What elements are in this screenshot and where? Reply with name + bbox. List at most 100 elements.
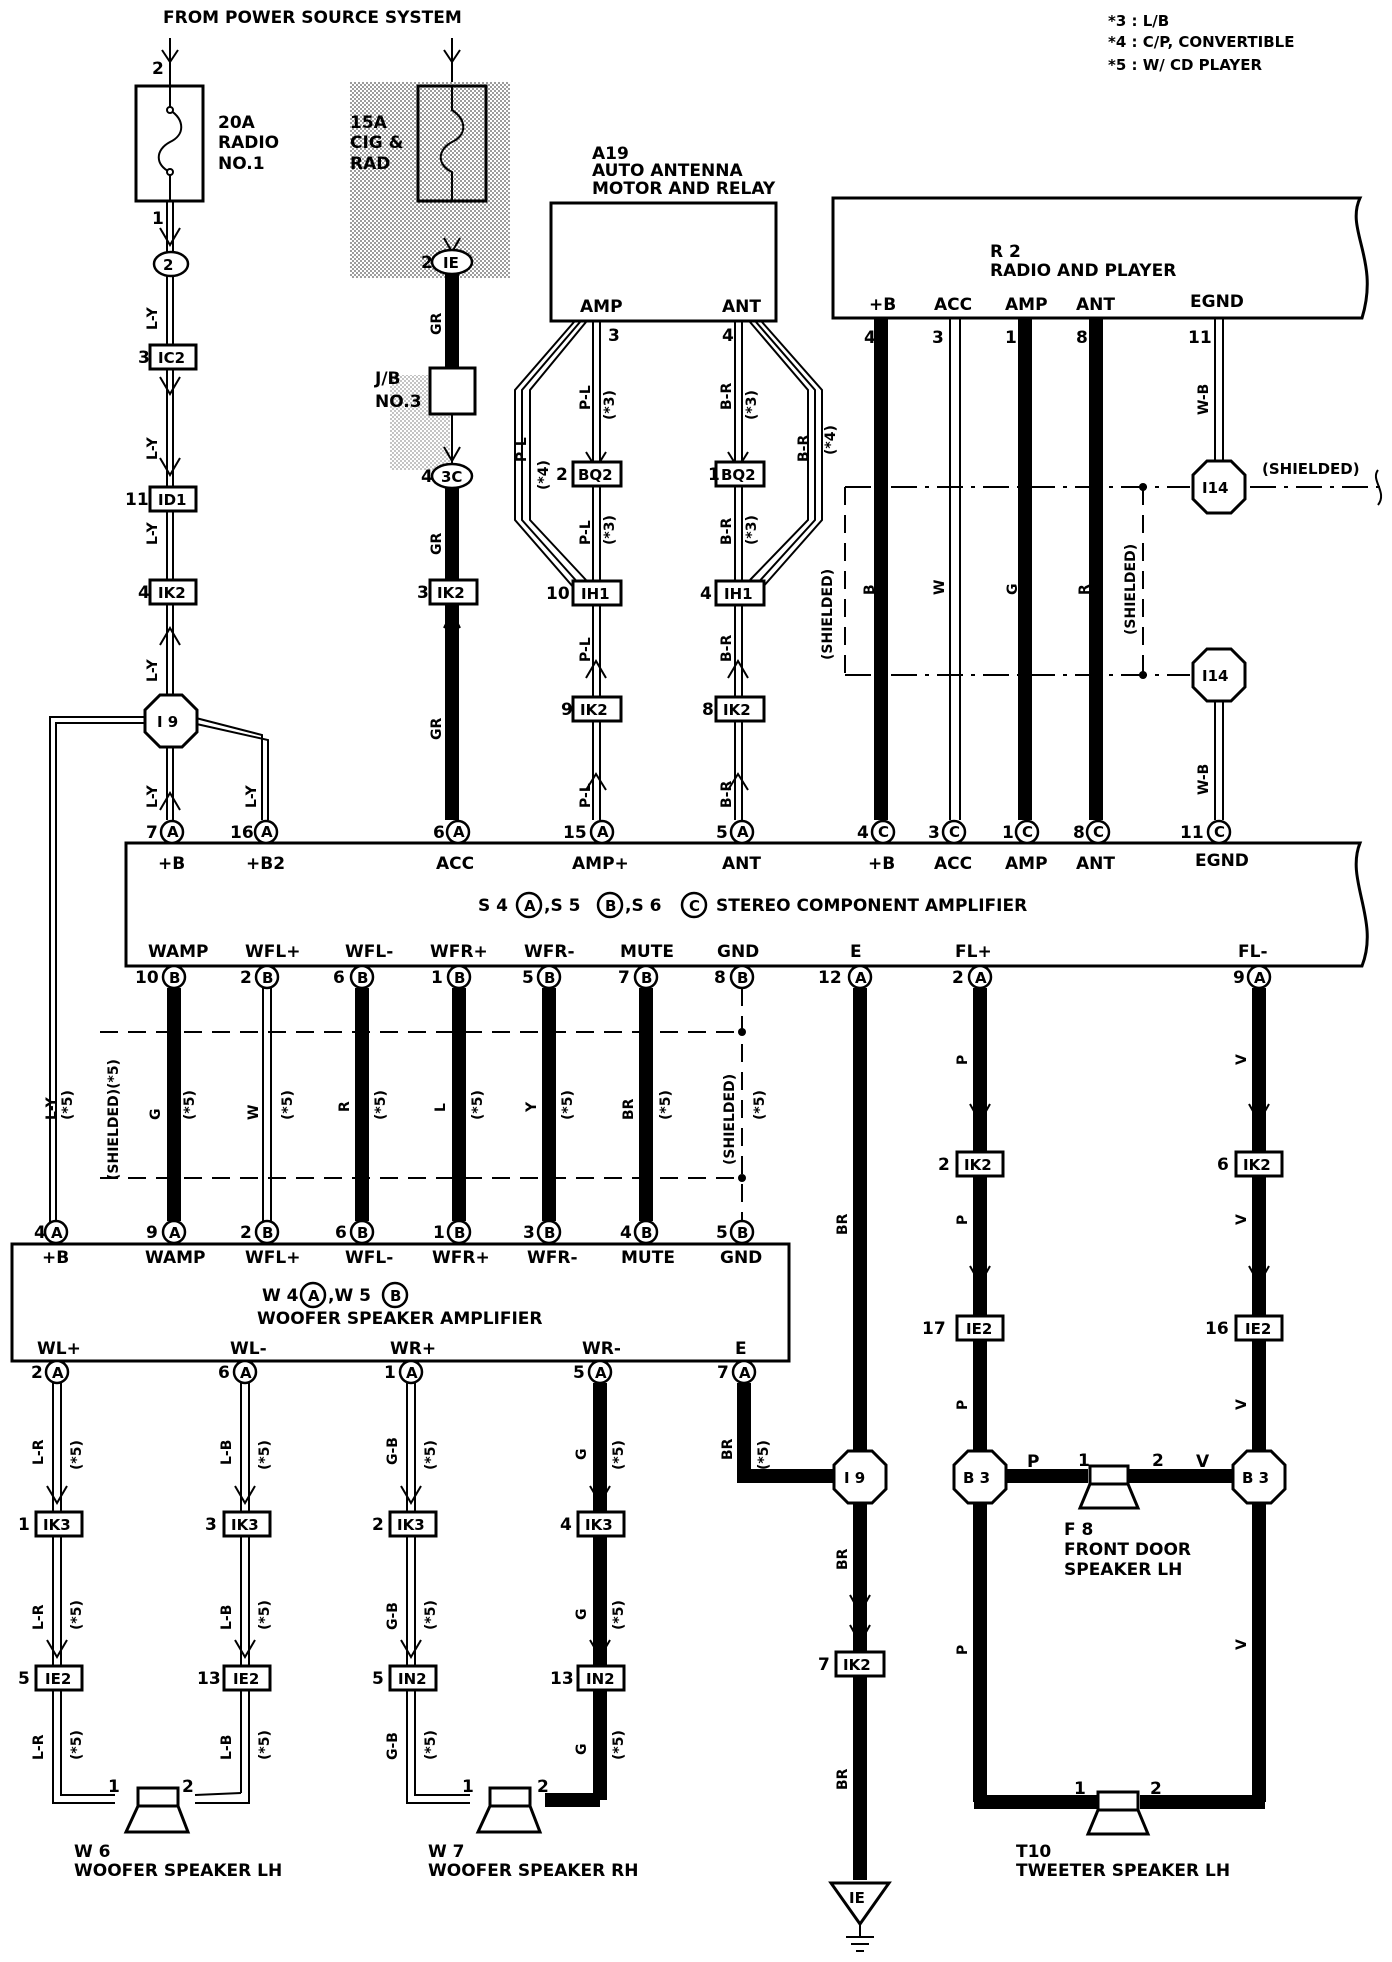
- svg-text:S 4: S 4: [478, 896, 508, 916]
- junction-i14-b: [1191, 647, 1247, 703]
- shielded5-left: (SHIELDED)(*5): [106, 1059, 122, 1180]
- source-arrow-cig: [443, 38, 461, 85]
- amp-bot-letter-8: A: [855, 969, 867, 987]
- mark-s5-10: (*5): [69, 1600, 85, 1630]
- wc-lr-1: L-R: [31, 1439, 47, 1465]
- wamp-top-letter-2: A: [169, 1224, 181, 1242]
- mark-s3-d: (*3): [744, 515, 760, 545]
- amp-bot-num-6: 7: [618, 968, 630, 988]
- wamp-top-letter-8: B: [737, 1224, 748, 1242]
- mark-s5-17: (*5): [423, 1730, 439, 1760]
- amp-top-num-8: 1: [1002, 823, 1014, 843]
- pin-r2-3: 3: [932, 328, 944, 348]
- a19-amp-pin: AMP: [580, 297, 623, 317]
- svg-text:,S 6: ,S 6: [625, 896, 661, 916]
- wire-ly-column: [159, 201, 181, 811]
- wc-y: Y: [524, 1101, 540, 1113]
- wc-v-3: V: [1196, 1452, 1210, 1472]
- amp-bot-num-2: 2: [240, 968, 252, 988]
- wc-v-1: V: [1234, 1054, 1250, 1065]
- speaker-w6: [123, 1786, 191, 1834]
- wire-br: [727, 321, 823, 820]
- pin-1-bq2: 1: [708, 465, 720, 485]
- conn-ie2-c: IE2: [45, 1670, 71, 1688]
- t10-name: TWEETER SPEAKER LH: [1016, 1861, 1230, 1881]
- r2-box: [831, 196, 1369, 320]
- conn-ik2-g-box: [834, 1650, 886, 1678]
- amp-bot-pin-5: WFR-: [524, 942, 575, 962]
- r2-pin-amp: AMP: [1005, 295, 1048, 315]
- wire-ly-left-branch: [49, 716, 269, 1232]
- amp-top-letter-5: A: [737, 823, 749, 841]
- wc-ly-2: L-Y: [145, 436, 161, 460]
- amp-top-num-10: 11: [1180, 823, 1204, 843]
- wc-br-8: BR: [720, 1438, 736, 1460]
- amp-bot-letter-6: B: [641, 969, 652, 987]
- r2-pin-ant: ANT: [1076, 295, 1115, 315]
- note-3: *3 : L/B: [1108, 12, 1169, 30]
- wamp-bot-pin-4: WR-: [582, 1339, 621, 1359]
- pin-a19-4: 4: [722, 326, 734, 346]
- conn-ik3-d: IK3: [585, 1516, 613, 1534]
- mark-s5-5: (*5): [470, 1090, 486, 1120]
- stereo-amp-box: [124, 841, 1369, 968]
- jb-no3: [428, 366, 477, 416]
- wamp-top-num-2: 9: [146, 1223, 158, 1243]
- wamp-top-letter-7: B: [641, 1224, 652, 1242]
- conn-ik3-a: IK3: [43, 1516, 71, 1534]
- wire-speaker-right: [973, 1469, 1266, 1809]
- wire-r2: [874, 318, 1224, 820]
- conn-ik2-b: IK2: [437, 584, 465, 602]
- jb-l2: NO.3: [375, 392, 422, 412]
- mark-s5-6: (*5): [560, 1090, 576, 1120]
- amp-bot-num-1: 10: [135, 968, 159, 988]
- wc-ly-1: L-Y: [145, 306, 161, 330]
- wire-woofer-lh: [46, 1383, 256, 1804]
- ground-ie-label: IE: [849, 1889, 865, 1907]
- wc-gb-1: G-B: [385, 1437, 401, 1465]
- a19-name1: AUTO ANTENNA: [592, 161, 743, 181]
- amp-bot-letter-2: B: [262, 969, 273, 987]
- fuse-radio-amps: 20A: [218, 113, 256, 133]
- speaker-f8: [1077, 1464, 1141, 1510]
- amp-top-num-2: 16: [230, 823, 254, 843]
- w6-id: W 6: [74, 1842, 111, 1862]
- fuse-radio-num: NO.1: [218, 154, 265, 174]
- amp-bot-pins: [161, 964, 1272, 990]
- wamp-top-pin-3: WFL+: [245, 1248, 300, 1268]
- amp-top-pin-1: +B: [158, 854, 185, 874]
- amp-bot-pin-7: GND: [717, 942, 759, 962]
- wc-br-7: BR: [835, 1213, 851, 1235]
- amp-top-pin-3: ACC: [436, 854, 474, 874]
- pin-5-ie2: 5: [18, 1669, 30, 1689]
- w6-pin2: 2: [182, 1777, 194, 1797]
- wamp-bot-pins: [44, 1359, 757, 1385]
- mark-s5-11: (*5): [69, 1730, 85, 1760]
- conn-ik2-e: IK2: [964, 1156, 992, 1174]
- wc-ly-7: L-Y: [44, 1096, 60, 1120]
- fuse-cig: [416, 84, 488, 203]
- mark-s5-21: (*5): [756, 1440, 772, 1470]
- note-4: *4 : C/P, CONVERTIBLE: [1108, 33, 1294, 51]
- amp-top-num-1: 7: [146, 823, 158, 843]
- shielded-mid: (SHIELDED): [1123, 544, 1139, 635]
- pin-r2-4: 4: [864, 328, 876, 348]
- shielded-mid2: (SHIELDED): [722, 1074, 738, 1165]
- amp-bot-pin-2: WFL+: [245, 942, 300, 962]
- pin-17-ie2: 17: [922, 1319, 946, 1339]
- wamp-top-num-1: 4: [34, 1223, 46, 1243]
- junction-i9: [143, 693, 199, 749]
- ground-symbol: [828, 1881, 892, 1952]
- wamp-title: W 4 A ,W 5 B WOOFER SPEAKER AMPLIFIER: [257, 1281, 543, 1329]
- wc-br-9: BR: [835, 1548, 851, 1570]
- wamp-bot-num-5: 7: [717, 1363, 729, 1383]
- conn-ik2-g: IK2: [843, 1656, 871, 1674]
- amp-top-letter-1: A: [167, 823, 179, 841]
- wire-woofer-rh: [400, 1383, 611, 1807]
- amp-top-letter-2: A: [261, 823, 273, 841]
- amp-top-pin-2: +B2: [246, 854, 285, 874]
- wamp-top-letter-3: B: [262, 1224, 273, 1242]
- pin-r2-1: 1: [1005, 328, 1017, 348]
- amp-top-letter-9: C: [1093, 823, 1104, 841]
- wc-pl-5: P-L: [578, 783, 594, 808]
